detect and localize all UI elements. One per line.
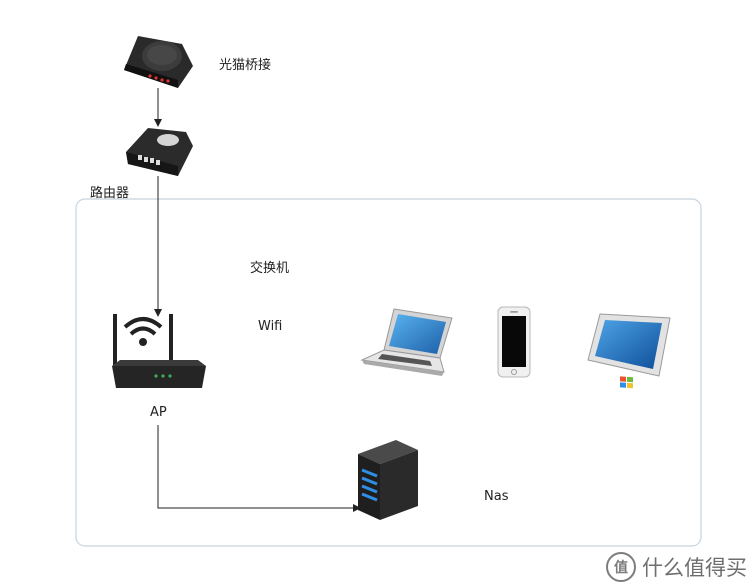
smartphone-icon bbox=[497, 306, 531, 378]
switch-boundary-box bbox=[75, 198, 702, 547]
nas-label: Nas bbox=[484, 489, 509, 504]
connector-ap-nas bbox=[157, 425, 361, 512]
wifi-label: Wifi bbox=[258, 319, 283, 334]
modem-label: 光猫桥接 bbox=[219, 58, 272, 73]
router-icon bbox=[126, 128, 193, 176]
nas-server-icon bbox=[358, 440, 418, 520]
switch-label: 交换机 bbox=[250, 261, 290, 276]
optical-modem-icon bbox=[124, 36, 193, 88]
watermark: 值 什么值得买 bbox=[606, 552, 747, 582]
watermark-text: 什么值得买 bbox=[642, 556, 747, 580]
watermark-badge-icon: 值 bbox=[606, 552, 636, 582]
wireless-ap-icon bbox=[112, 314, 206, 388]
router-label: 路由器 bbox=[90, 186, 130, 201]
ap-label: AP bbox=[150, 405, 167, 420]
laptop-icon bbox=[360, 308, 453, 376]
tablet-icon bbox=[587, 313, 671, 389]
